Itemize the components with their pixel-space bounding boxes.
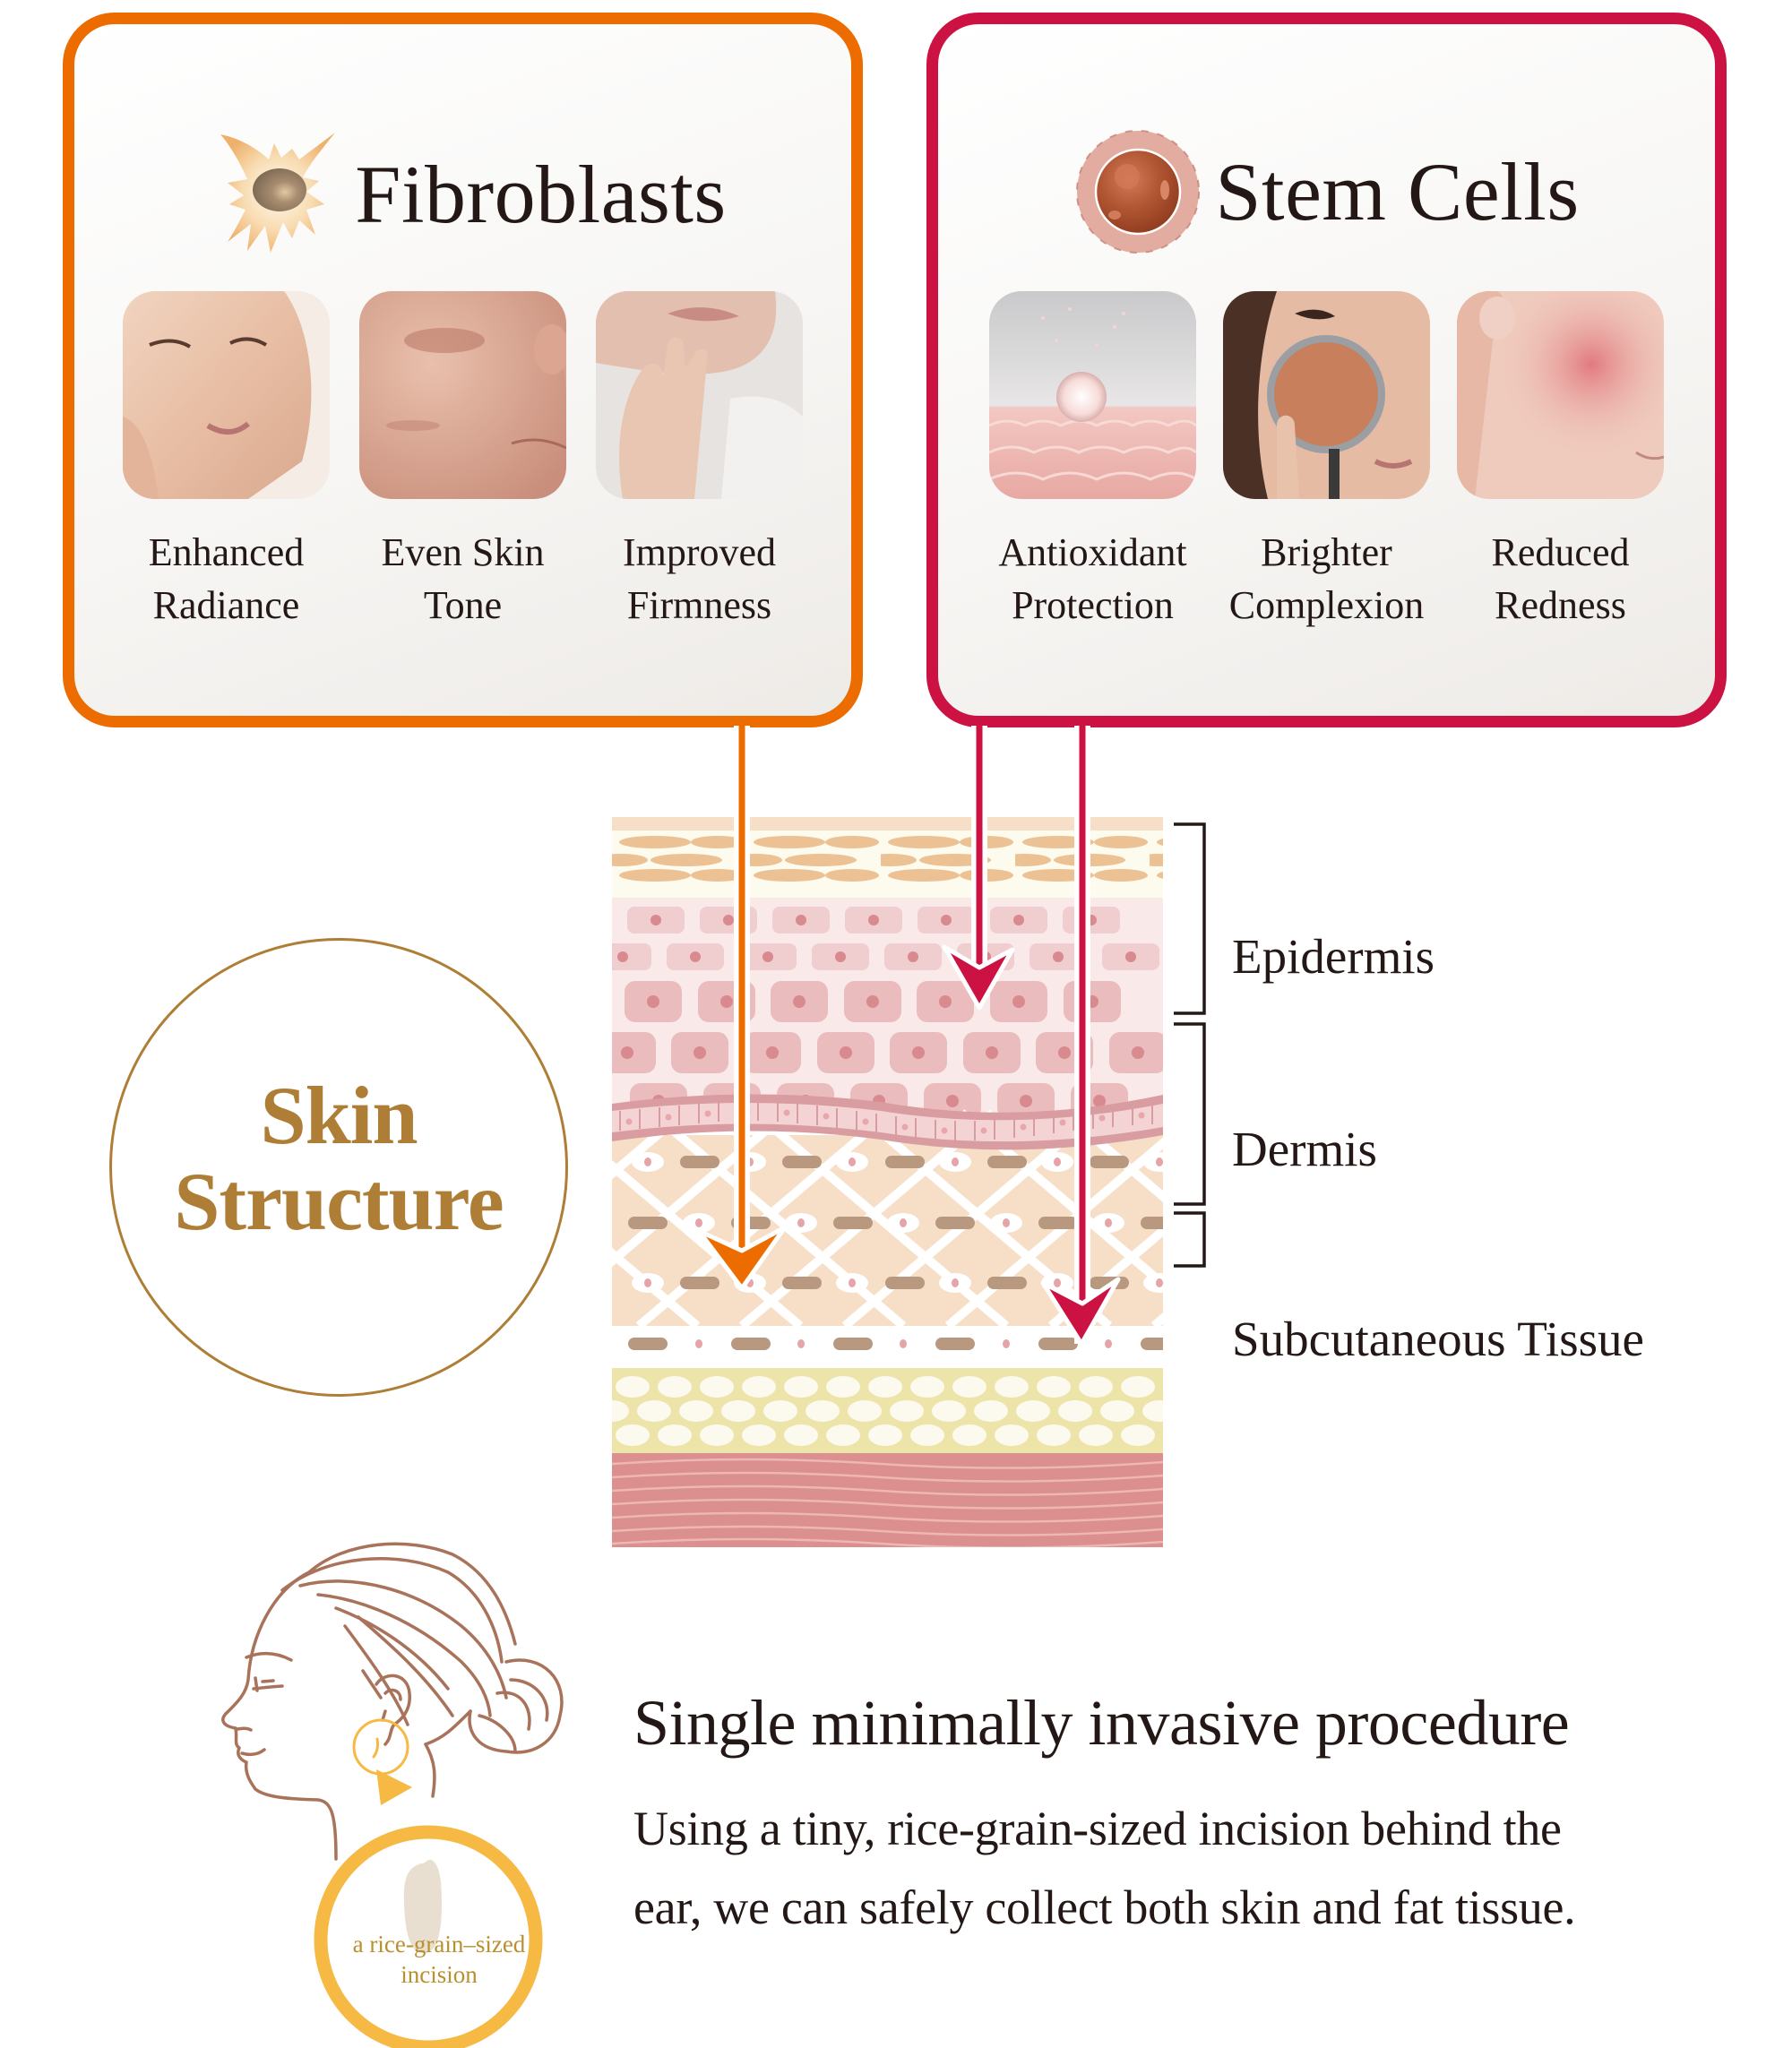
layer-label-subcutaneous: Subcutaneous Tissue (1232, 1312, 1644, 1366)
skin-structure-title-line1: Skin (260, 1070, 418, 1161)
fibroblasts-card: Fibroblasts (63, 13, 863, 727)
benefit-label-line2: Complexion (1228, 583, 1425, 627)
fibroblast-cell-icon (220, 133, 336, 253)
benefit-label-line2: Firmness (626, 583, 772, 627)
incision-caption-line1: a rice-grain–sized (352, 1931, 526, 1958)
benefit-antioxidant-protection: Antioxidant Protection (989, 291, 1196, 632)
fibroblast-benefits: Enhanced Radiance (74, 291, 851, 632)
cheek-pigmentation-photo (359, 291, 566, 499)
magnifying-glass-skin-photo (1223, 291, 1430, 499)
layer-label-epidermis: Epidermis (1232, 929, 1435, 984)
benefit-label-line2: Redness (1495, 583, 1626, 627)
benefit-label-line1: Enhanced (148, 530, 305, 574)
incision-caption-line2: incision (401, 1961, 478, 1988)
stem-cell-icon (1076, 130, 1201, 254)
woman-glowing-face-photo (123, 291, 330, 499)
procedure-title: Single minimally invasive procedure (633, 1687, 1570, 1759)
benefit-label-line1: Improved (622, 530, 777, 574)
benefit-improved-firmness: Improved Firmness (596, 291, 803, 632)
benefit-label-line1: Antioxidant (998, 530, 1187, 574)
procedure-description-line2: ear, we can safely collect both skin and… (633, 1880, 1576, 1934)
procedure-description-line1: Using a tiny, rice-grain-sized incision … (633, 1802, 1562, 1855)
layer-label-dermis: Dermis (1232, 1122, 1377, 1176)
stem-cells-heading: Stem Cells (938, 127, 1715, 256)
procedure-description: Using a tiny, rice-grain-sized incision … (633, 1789, 1789, 1947)
fibroblasts-title: Fibroblasts (355, 149, 727, 240)
skin-structure-title-line2: Structure (174, 1156, 504, 1247)
procedure-section: Single minimally invasive procedure Usin… (633, 1691, 1789, 1947)
incision-caption: a rice-grain–sized incision (327, 1929, 551, 1990)
woman-profile-illustration (221, 1542, 564, 2048)
benefit-label-line1: Reduced (1491, 530, 1630, 574)
benefit-enhanced-radiance: Enhanced Radiance (123, 291, 330, 632)
stem-cell-benefits: Antioxidant Protection Brighter Complexi… (938, 291, 1715, 632)
benefit-brighter-complexion: Brighter Complexion (1223, 291, 1430, 632)
red-cheek-photo (1457, 291, 1664, 499)
stem-cells-card: Stem Cells (926, 13, 1727, 727)
benefit-even-skin-tone: Even Skin Tone (359, 291, 566, 632)
skin-layer-labels: Epidermis Dermis Subcutaneous Tissue (1169, 817, 1752, 1480)
benefit-label-line1: Brighter (1261, 530, 1392, 574)
serum-droplet-on-cells-image (989, 291, 1196, 499)
benefit-label-line1: Even Skin (381, 530, 545, 574)
benefit-label-line2: Tone (423, 583, 503, 627)
hand-on-jaw-photo (596, 291, 803, 499)
benefit-label-line2: Radiance (152, 583, 300, 627)
skin-structure-badge: Skin Structure (109, 938, 568, 1397)
benefit-reduced-redness: Reduced Redness (1457, 291, 1664, 632)
stem-cells-title: Stem Cells (1215, 146, 1580, 237)
skin-cross-section-diagram (612, 817, 1163, 1547)
fibroblasts-heading: Fibroblasts (74, 127, 851, 262)
benefit-label-line2: Protection (1012, 583, 1174, 627)
